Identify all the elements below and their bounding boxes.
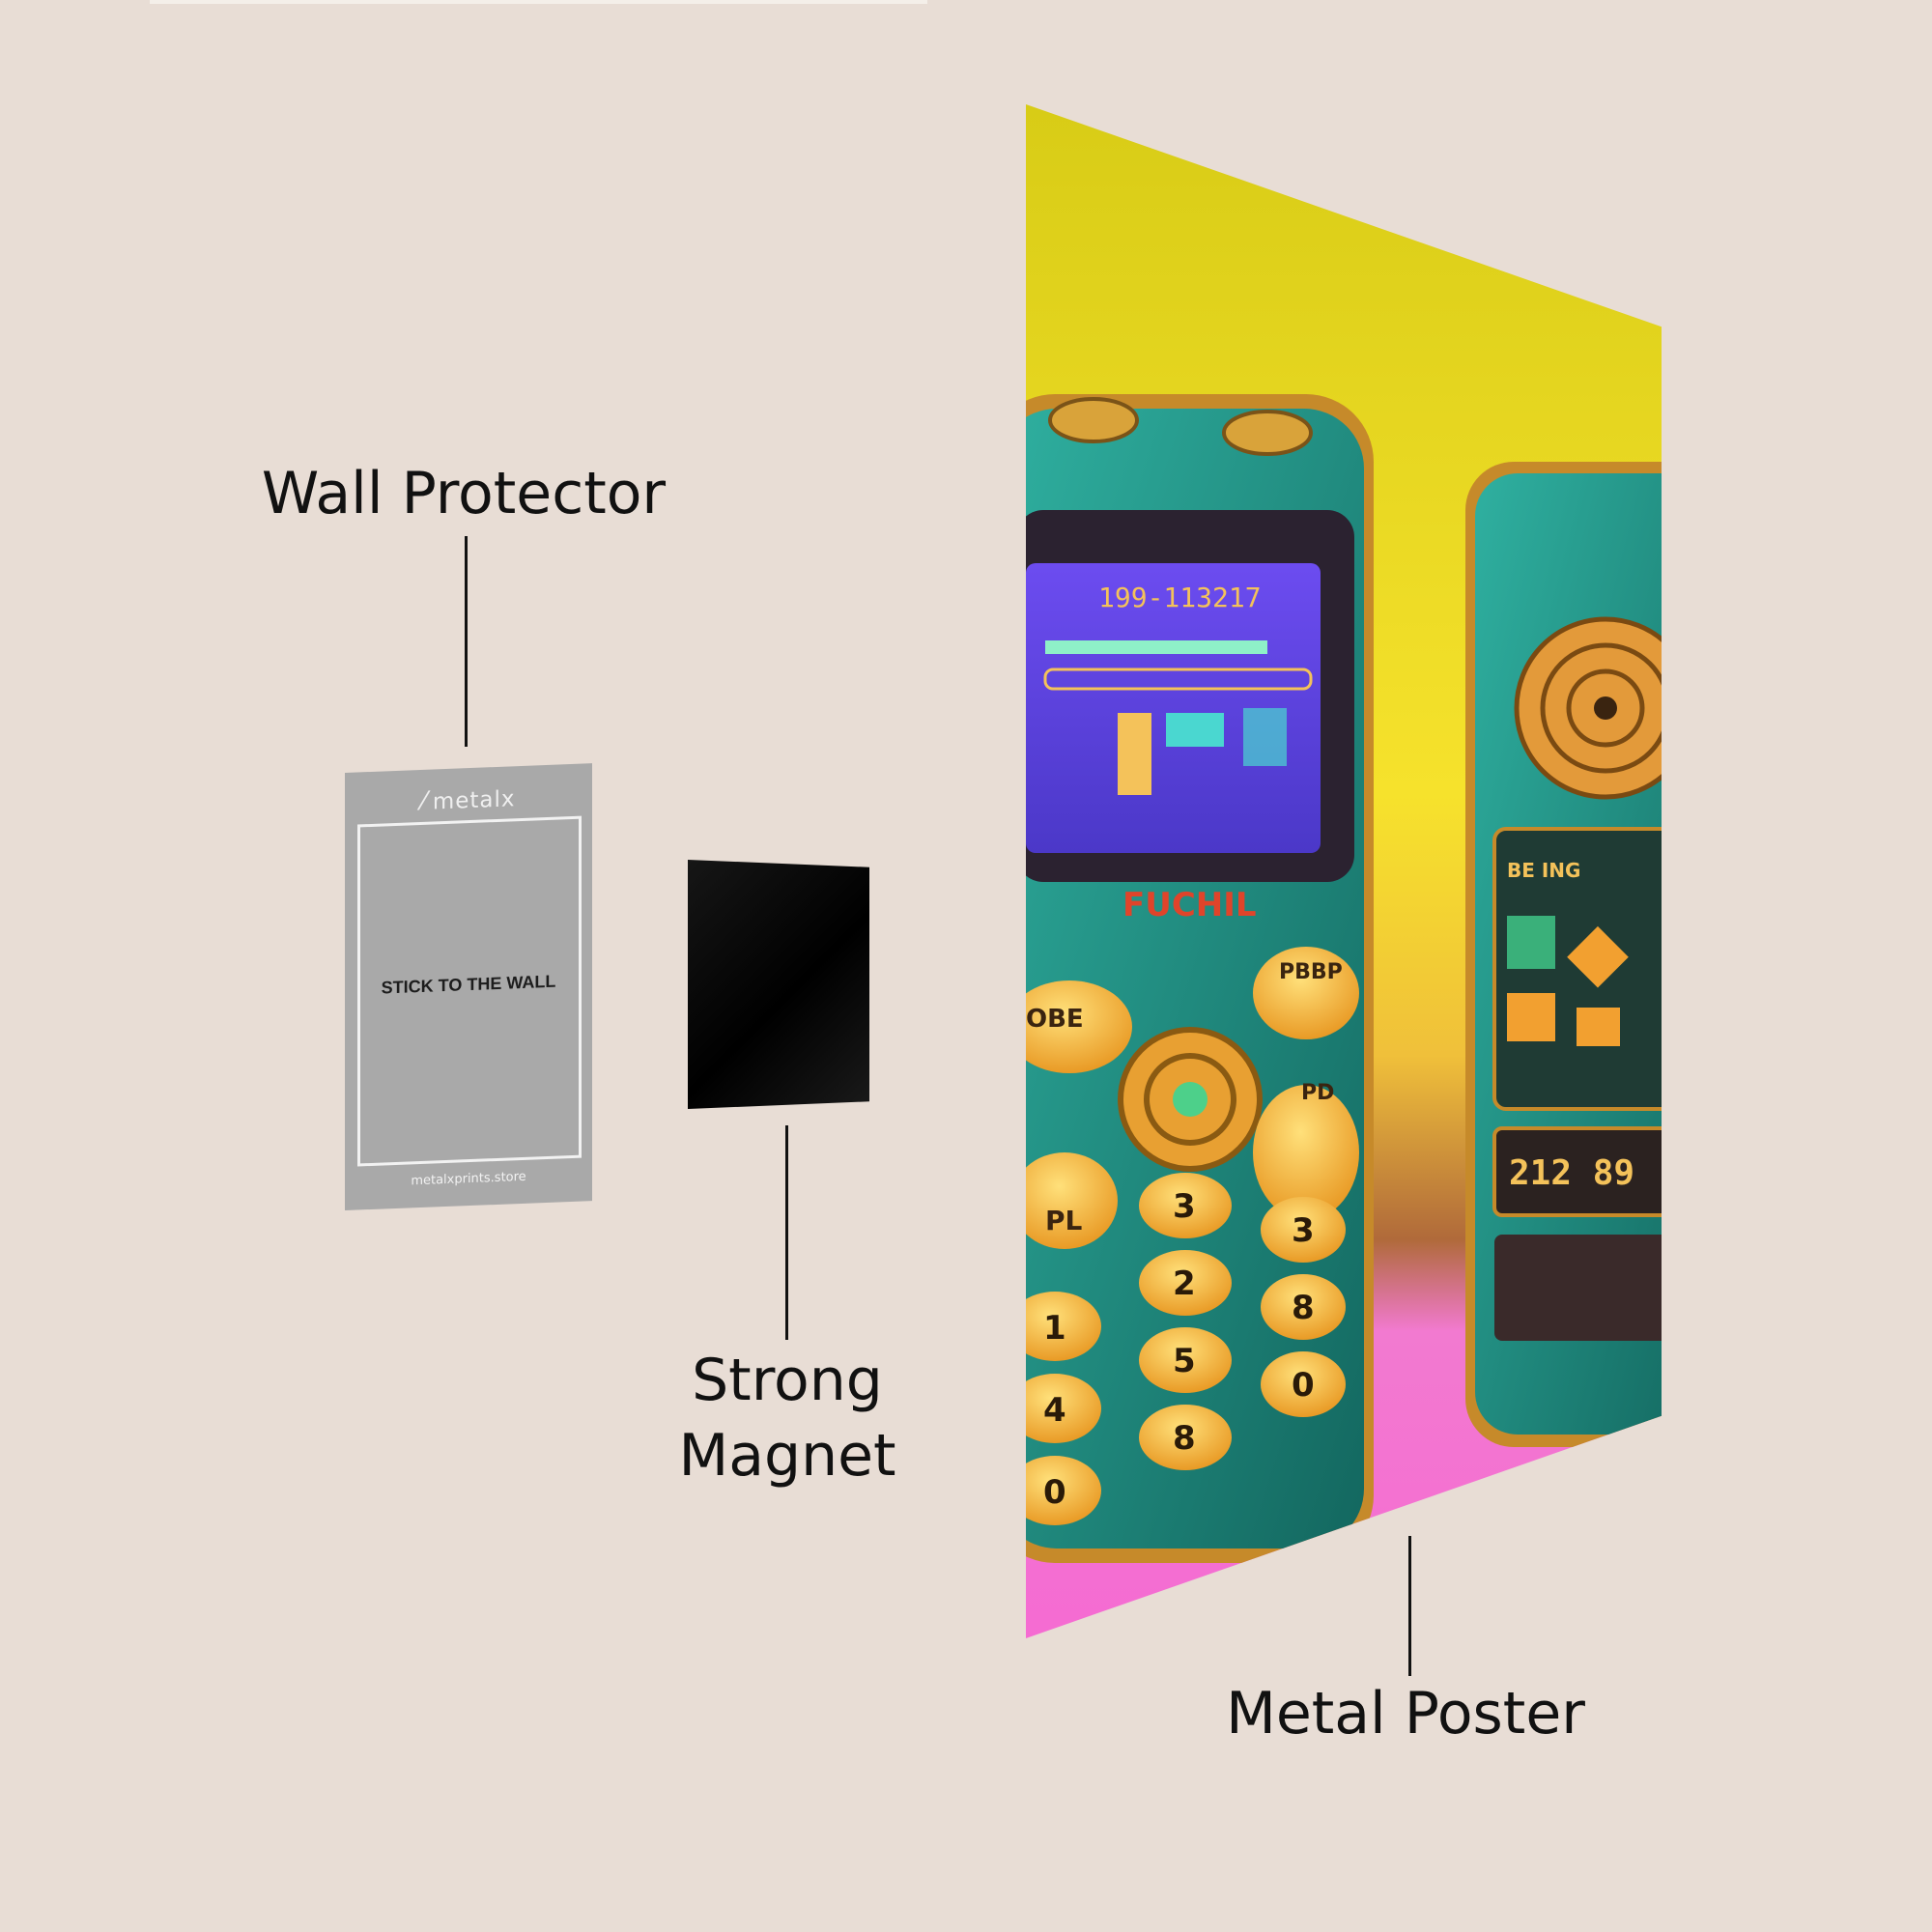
wall-protector-card: ⁄metalx STICK TO THE WALL metalxprints.s… <box>345 763 592 1210</box>
key-label: 0 <box>1043 1473 1066 1512</box>
phone-right-label: BE ING <box>1507 859 1580 882</box>
metal-poster-label: Metal Poster <box>1226 1680 1585 1747</box>
softkey <box>1026 1152 1118 1249</box>
strong-magnet-label-line2: Magnet <box>678 1422 896 1490</box>
key <box>1139 1405 1232 1470</box>
key <box>1139 1173 1232 1238</box>
protector-brand: metalx <box>432 786 516 815</box>
key <box>1026 1374 1101 1443</box>
key-label: 3 <box>1292 1211 1315 1250</box>
phone-right-grille <box>1494 1235 1662 1341</box>
softkey-label: PD <box>1301 1081 1334 1105</box>
phone-right-speaker-center <box>1594 696 1617 720</box>
key-label: 0 <box>1292 1366 1315 1405</box>
key-label: 4 <box>1043 1391 1066 1430</box>
strong-magnet <box>688 860 869 1109</box>
protector-logo: ⁄metalx <box>345 781 592 819</box>
phone-right-speaker-ring <box>1566 668 1645 748</box>
top-edge-strip <box>150 0 927 4</box>
screen-block <box>1166 713 1224 747</box>
key <box>1139 1250 1232 1316</box>
key <box>1261 1351 1346 1417</box>
key <box>1139 1327 1232 1393</box>
key-label: 1 <box>1043 1309 1066 1348</box>
key <box>1261 1197 1346 1263</box>
strong-magnet-label: Strong Magnet <box>647 1343 927 1493</box>
softkey <box>1253 1085 1359 1220</box>
key <box>1261 1274 1346 1340</box>
key-label: 5 <box>1173 1342 1196 1380</box>
panel-icon <box>1507 993 1555 1041</box>
softkey <box>1026 980 1132 1073</box>
phone-right-speaker-ring <box>1540 642 1662 774</box>
key <box>1026 1456 1101 1525</box>
softkey-label: PBBP <box>1279 960 1343 984</box>
phone-left-screen-number: 199-113217 <box>1098 582 1262 613</box>
phone-left-nav-center <box>1173 1082 1208 1117</box>
phone-right-display <box>1492 1126 1662 1217</box>
phone-left: 199-113217 FUCHIL OBE PBBP PL PD 3 3 <box>1026 394 1374 1563</box>
softkey-label: PL <box>1045 1205 1083 1236</box>
key-label: 8 <box>1173 1419 1196 1458</box>
keypad: 3 3 2 8 1 5 0 4 8 0 <box>1026 1173 1346 1525</box>
wall-protector-callout-line <box>465 536 468 747</box>
strong-magnet-label-line1: Strong <box>692 1347 883 1414</box>
key <box>1026 1292 1101 1361</box>
screen-bar <box>1045 640 1267 654</box>
wall-protector-label: Wall Protector <box>261 460 667 527</box>
softkey <box>1253 947 1359 1039</box>
metalx-logo-icon: ⁄ <box>421 786 427 816</box>
screen-field <box>1043 668 1313 691</box>
screen-block <box>1118 713 1151 795</box>
panel-icon <box>1577 1008 1620 1046</box>
softkey-label: OBE <box>1026 1005 1084 1034</box>
strong-magnet-callout-line <box>785 1125 788 1340</box>
phone-right-display-text: 212 89 <box>1509 1153 1634 1193</box>
screen-block <box>1243 708 1287 766</box>
key-label: 8 <box>1292 1289 1315 1327</box>
key-label: 3 <box>1173 1187 1196 1226</box>
panel-icon <box>1507 916 1555 969</box>
phone-left-brand: FUCHIL <box>1122 886 1257 924</box>
phone-left-screen <box>1026 563 1321 853</box>
protector-url: metalxprints.store <box>411 1169 526 1189</box>
metal-poster: 199-113217 FUCHIL OBE PBBP PL PD 3 3 <box>1026 104 1662 1638</box>
phone-left-top-knob <box>1048 397 1139 443</box>
phone-left-top-knob <box>1222 410 1313 456</box>
metal-poster-callout-line <box>1408 1536 1411 1676</box>
key-label: 2 <box>1173 1264 1196 1303</box>
phone-left-nav-inner <box>1144 1053 1236 1146</box>
poster-artwork: 199-113217 FUCHIL OBE PBBP PL PD 3 3 <box>1026 104 1662 1638</box>
phone-right: BE ING 212 89 <box>1465 462 1662 1447</box>
panel-icon <box>1567 925 1629 988</box>
